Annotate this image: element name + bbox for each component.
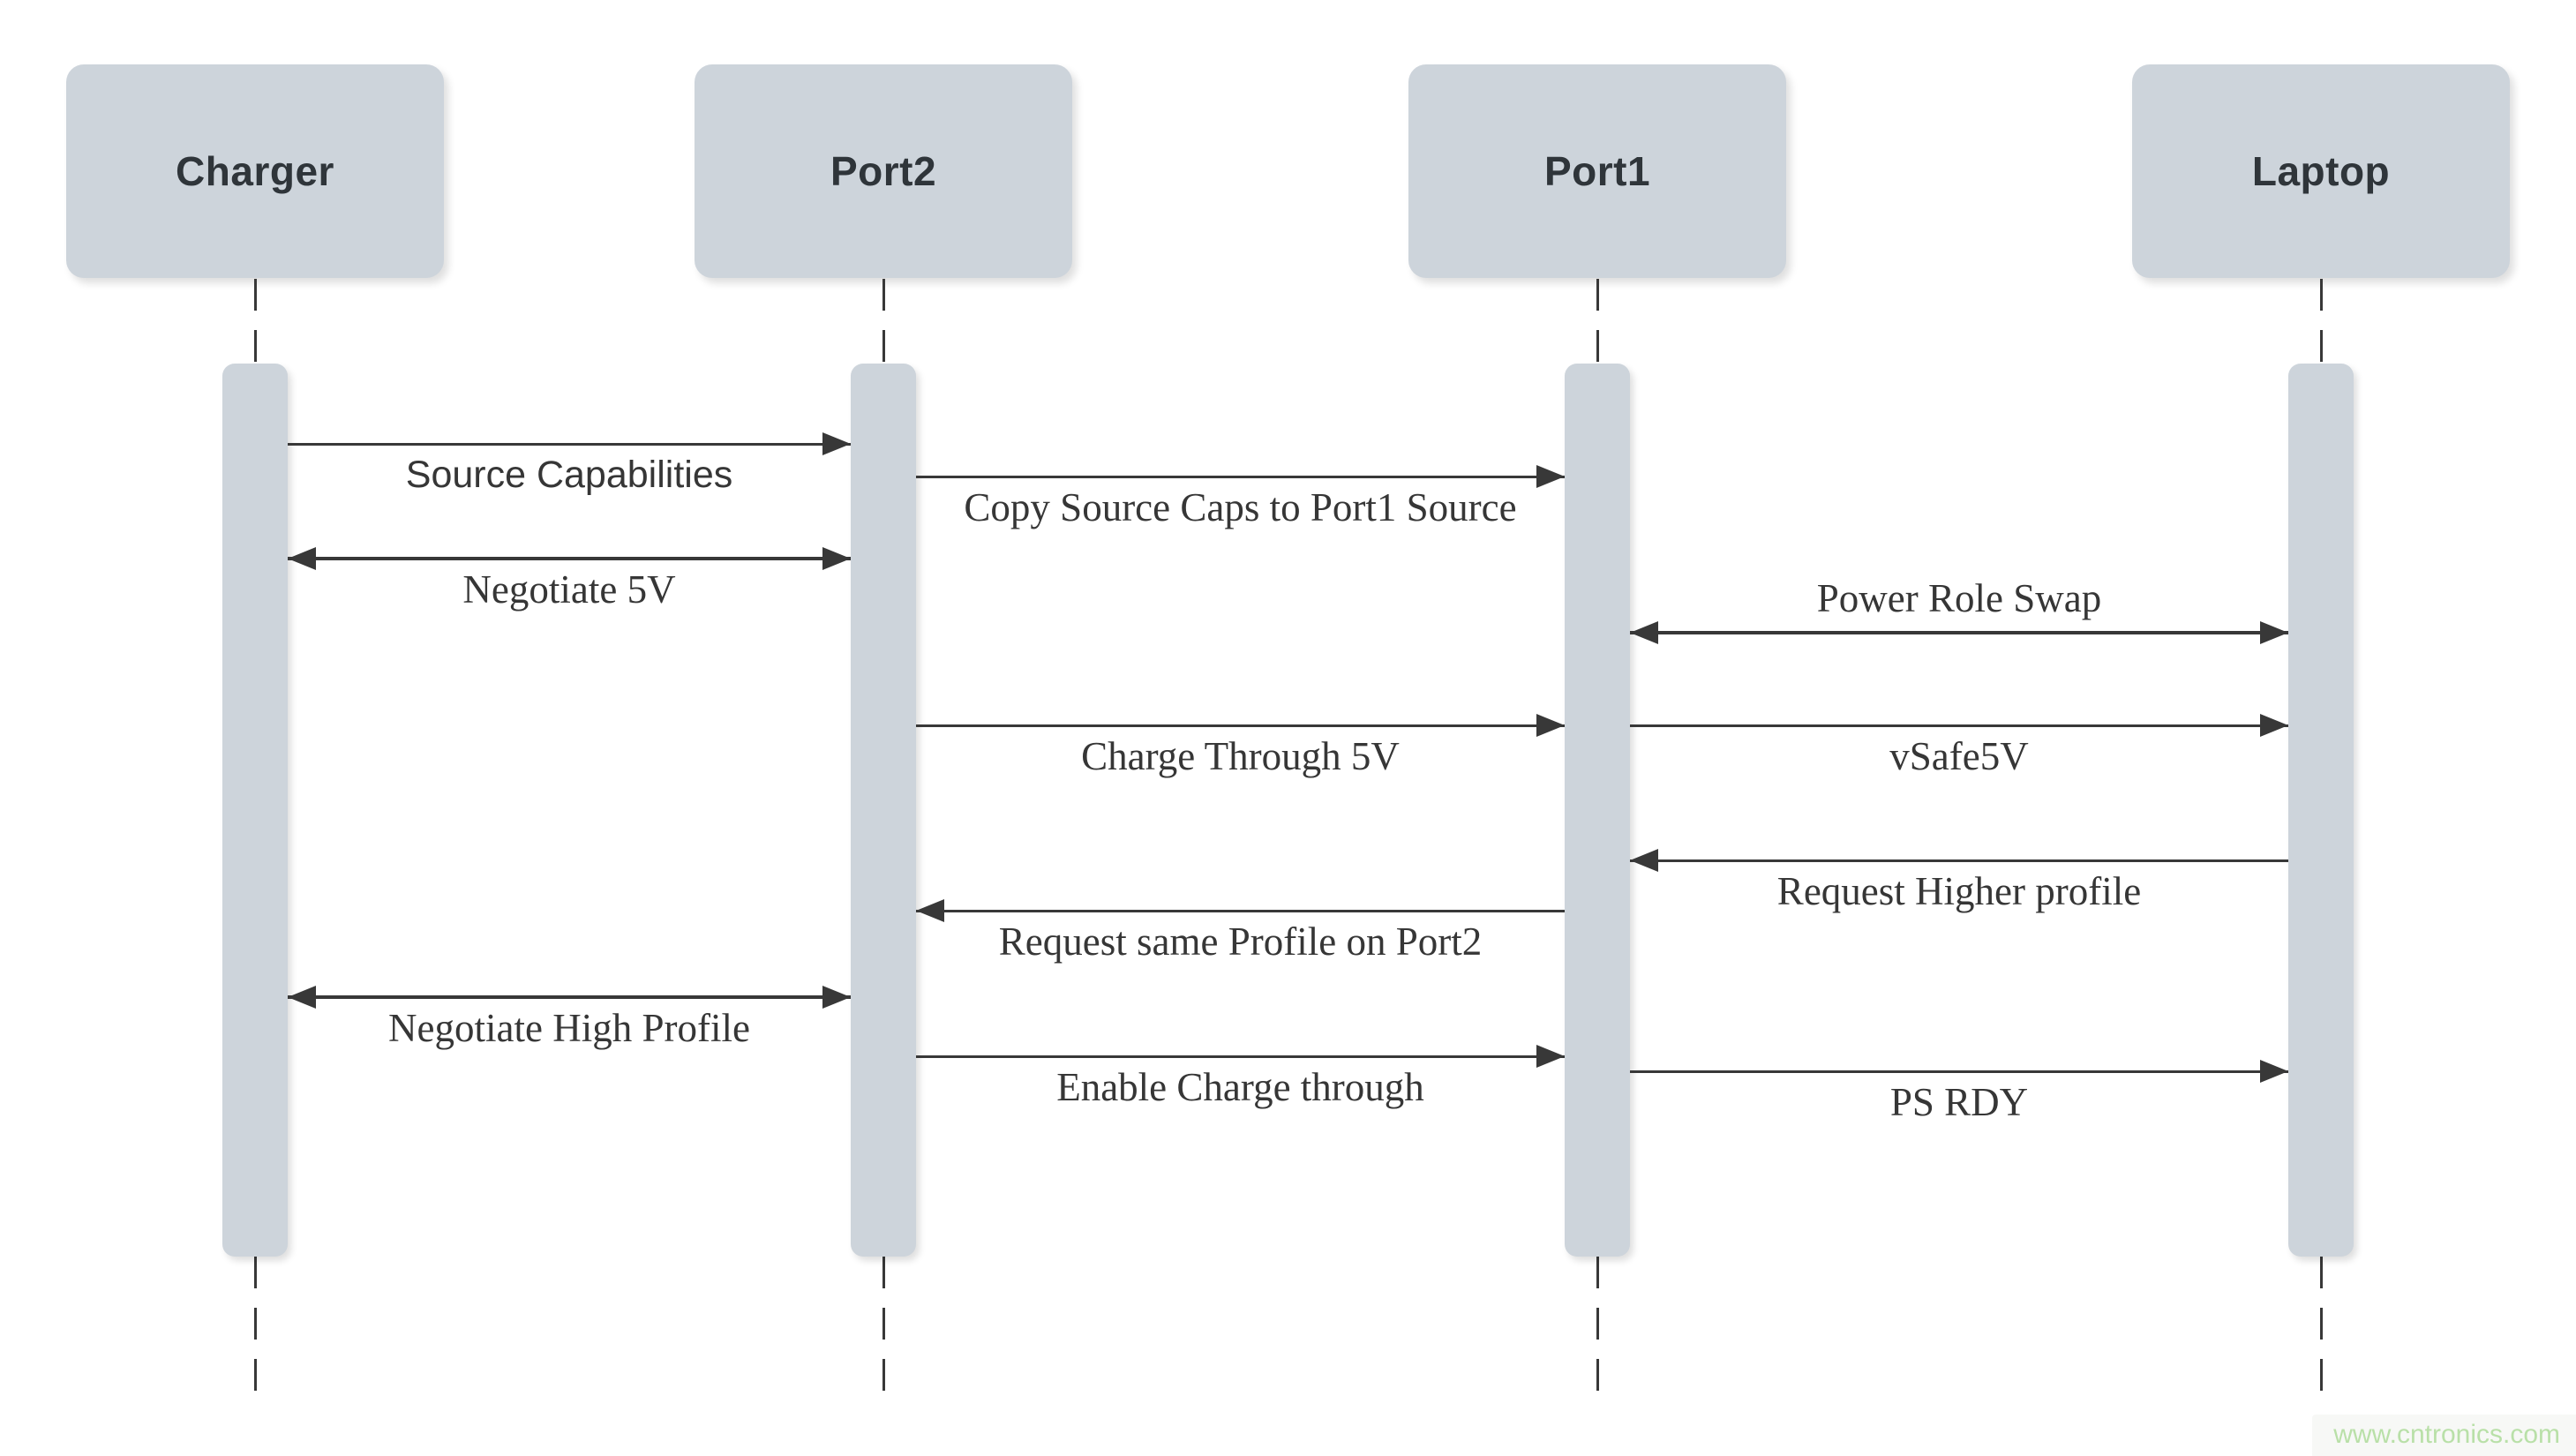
arrowhead-left-icon bbox=[1630, 849, 1658, 872]
watermark-text: www.cntronics.com bbox=[2333, 1420, 2560, 1449]
arrowhead-left-icon bbox=[1630, 621, 1658, 644]
arrowhead-right-icon bbox=[822, 432, 851, 455]
message-label-6: vSafe5V bbox=[1889, 734, 2029, 778]
arrowhead-left-icon bbox=[288, 986, 316, 1009]
message-line-1 bbox=[288, 442, 851, 446]
lifeline-top-port2 bbox=[882, 279, 885, 364]
message-line-8 bbox=[916, 909, 1565, 912]
message-label-2: Copy Source Caps to Port1 Source bbox=[964, 485, 1517, 529]
arrowhead-right-icon bbox=[2260, 714, 2288, 737]
actor-label-port1: Port1 bbox=[1543, 148, 1651, 194]
message-label-7: Request Higher profile bbox=[1776, 869, 2142, 913]
arrowhead-left-icon bbox=[916, 899, 944, 922]
message-line-4 bbox=[1630, 631, 2288, 634]
message-line-11 bbox=[1630, 1069, 2288, 1073]
lifeline-bottom-port2 bbox=[882, 1257, 885, 1400]
message-label-4: Power Role Swap bbox=[1816, 576, 2102, 620]
actor-box-port2: Port2 bbox=[695, 64, 1072, 278]
message-line-2 bbox=[916, 475, 1565, 478]
actor-label-laptop: Laptop bbox=[2251, 148, 2391, 194]
activation-bar-laptop bbox=[2288, 364, 2354, 1257]
arrowhead-left-icon bbox=[288, 547, 316, 570]
message-label-5: Charge Through 5V bbox=[1081, 734, 1400, 778]
actor-box-charger: Charger bbox=[66, 64, 444, 278]
arrowhead-right-icon bbox=[2260, 621, 2288, 644]
arrowhead-right-icon bbox=[822, 986, 851, 1009]
message-line-5 bbox=[916, 724, 1565, 727]
message-line-6 bbox=[1630, 724, 2288, 727]
activation-bar-charger bbox=[222, 364, 288, 1257]
message-line-7 bbox=[1630, 859, 2288, 862]
activation-bar-port1 bbox=[1565, 364, 1630, 1257]
arrowhead-right-icon bbox=[1536, 465, 1565, 488]
actor-label-port2: Port2 bbox=[830, 148, 937, 194]
message-label-10: Enable Charge through bbox=[1056, 1065, 1424, 1109]
message-line-10 bbox=[916, 1054, 1565, 1058]
lifeline-bottom-port1 bbox=[1596, 1257, 1599, 1400]
actor-label-charger: Charger bbox=[176, 148, 334, 194]
lifeline-top-port1 bbox=[1596, 279, 1599, 364]
lifeline-bottom-laptop bbox=[2319, 1257, 2323, 1400]
activation-bar-port2 bbox=[851, 364, 916, 1257]
actor-box-laptop: Laptop bbox=[2132, 64, 2510, 278]
lifeline-top-charger bbox=[253, 279, 257, 364]
message-label-11: PS RDY bbox=[1889, 1080, 2029, 1124]
lifeline-top-laptop bbox=[2319, 279, 2323, 364]
arrowhead-right-icon bbox=[1536, 714, 1565, 737]
message-line-9 bbox=[288, 995, 851, 999]
arrowhead-right-icon bbox=[2260, 1060, 2288, 1083]
arrowhead-right-icon bbox=[1536, 1045, 1565, 1068]
actor-box-port1: Port1 bbox=[1408, 64, 1786, 278]
lifeline-bottom-charger bbox=[253, 1257, 257, 1400]
watermark: www.cntronics.com bbox=[2312, 1415, 2576, 1456]
message-line-3 bbox=[288, 557, 851, 560]
message-label-3: Negotiate 5V bbox=[462, 567, 676, 612]
arrowhead-right-icon bbox=[822, 547, 851, 570]
message-label-8: Request same Profile on Port2 bbox=[998, 919, 1483, 964]
message-label-1: Source Capabilities bbox=[405, 454, 733, 496]
message-label-9: Negotiate High Profile bbox=[388, 1006, 750, 1050]
